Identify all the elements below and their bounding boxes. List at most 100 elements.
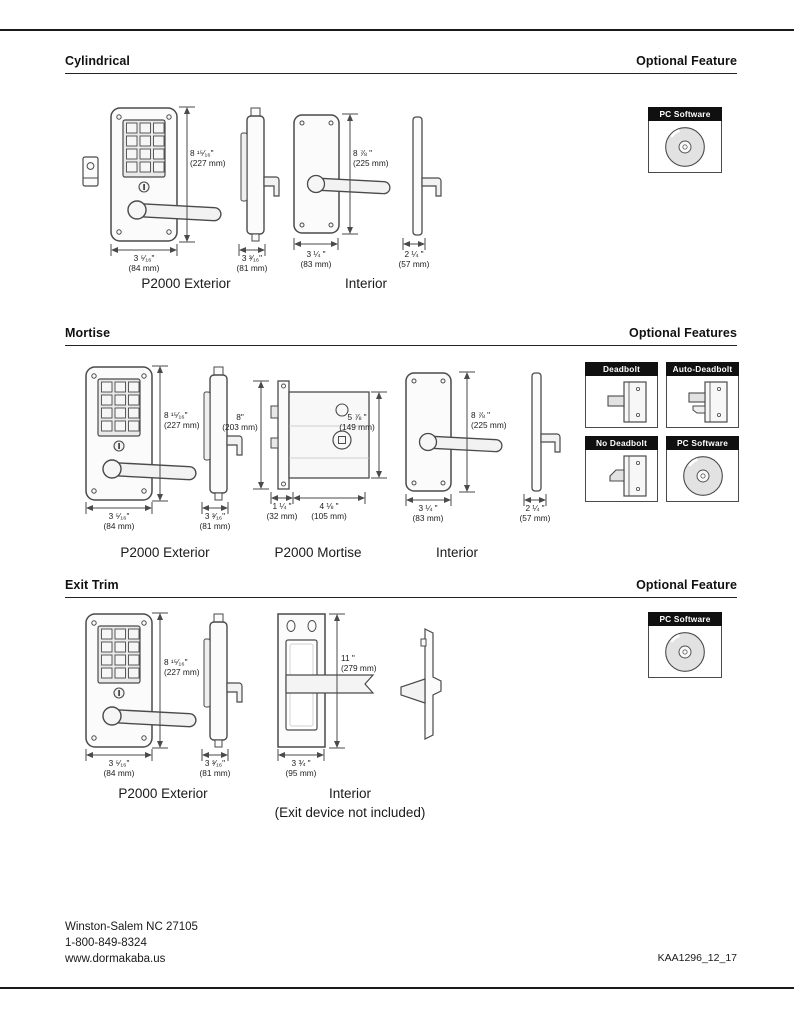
dim-mm: (225 mm) <box>471 420 507 431</box>
optional-feature-label-exit-trim: Optional Feature <box>636 578 737 592</box>
cylindrical-drawings <box>82 106 442 256</box>
p2000-exterior-front-drawing <box>85 613 197 748</box>
dim-inches: 3 ¼ " <box>306 249 326 259</box>
dim-inches: 8 ⅞ " <box>471 410 491 420</box>
feature-pc-software-exit: PC Software <box>648 612 722 678</box>
dimension-arrows <box>110 106 426 256</box>
feature-title: PC Software <box>666 436 739 450</box>
bottom-rule <box>0 987 794 989</box>
dim-exit-plate-width: 3 ¾ " (95 mm) <box>273 758 329 779</box>
cd-icon <box>664 630 706 673</box>
dim-inches: 8 ¹⁵⁄₁₆" <box>164 410 188 420</box>
section-header-exit-trim: Exit Trim Optional Feature <box>65 578 737 598</box>
p2000-exterior-side-drawing <box>240 107 280 242</box>
dim-inches: 11 " <box>341 653 355 663</box>
feature-no-deadbolt: No Deadbolt <box>585 436 658 502</box>
feature-title: PC Software <box>648 612 722 626</box>
dim-inches: 8" <box>236 412 244 422</box>
dim-mm: (225 mm) <box>353 158 389 169</box>
p2000-exterior-side-drawing <box>203 613 243 748</box>
dim-inches: 4 ⅛ " <box>319 501 339 511</box>
feature-auto-deadbolt: Auto-Deadbolt <box>666 362 739 428</box>
dim-mm: (149 mm) <box>339 422 375 433</box>
section-header-mortise: Mortise Optional Features <box>65 326 737 346</box>
exit-trim-drawings <box>85 612 442 761</box>
optional-feature-label-cylindrical: Optional Feature <box>636 54 737 68</box>
dim-mm: (84 mm) <box>128 263 160 274</box>
section-title-cylindrical: Cylindrical <box>65 54 131 68</box>
interior-side-drawing <box>412 116 442 236</box>
dim-mortise-interior-depth: 2 ¼ " (57 mm) <box>507 503 563 524</box>
interior-side-drawing <box>531 372 561 492</box>
dim-inches: 3 ⁵⁄₁₆" <box>108 758 130 768</box>
dim-cyl-interior-depth: 2 ¼ " (57 mm) <box>386 249 442 270</box>
dim-exit-side-depth: 3 ³⁄₁₆" (81 mm) <box>187 758 243 779</box>
no-deadbolt-icon <box>608 454 647 497</box>
latch-bolt-drawing <box>82 156 99 187</box>
exit-device-side-drawing <box>400 628 442 740</box>
dim-inches: 3 ³⁄₁₆" <box>204 511 226 521</box>
mortise-drawings <box>85 365 561 514</box>
dim-inches: 3 ¾ " <box>291 758 311 768</box>
caption-cyl-interior: Interior <box>344 276 388 291</box>
dim-mortise-interior-width: 3 ¼ " (83 mm) <box>400 503 456 524</box>
dim-inches: 8 ⅞ " <box>353 148 373 158</box>
dim-mortise-case-width: 4 ⅛ " (105 mm) <box>301 501 357 522</box>
section-title-exit-trim: Exit Trim <box>65 578 119 592</box>
dim-mm: (84 mm) <box>103 768 135 779</box>
dim-mm: (81 mm) <box>199 768 231 779</box>
p2000-exterior-front-drawing <box>110 107 222 242</box>
caption-mortise-case: P2000 Mortise <box>274 545 362 560</box>
dim-mm: (57 mm) <box>398 259 430 270</box>
dim-mm: (81 mm) <box>236 263 268 274</box>
dim-mortise-side-depth: 3 ³⁄₁₆" (81 mm) <box>187 511 243 532</box>
dim-mm: (84 mm) <box>103 521 135 532</box>
dim-mortise-exterior-height: 8 ¹⁵⁄₁₆" (227 mm) <box>164 410 200 431</box>
dim-inches: 2 ¼ " <box>404 249 424 259</box>
dim-cyl-side-depth: 3 ³⁄₁₆" (81 mm) <box>224 253 280 274</box>
deadbolt-icon <box>606 380 647 423</box>
dim-inches: 3 ¼ " <box>418 503 438 513</box>
dim-cyl-exterior-height: 8 ¹⁵⁄₁₆" (227 mm) <box>190 148 226 169</box>
footer-phone: 1-800-849-8324 <box>65 937 147 949</box>
dim-mortise-faceplate-height: 8" (203 mm) <box>222 412 258 433</box>
dim-inches: 8 ¹⁵⁄₁₆" <box>164 657 188 667</box>
dim-inches: 3 ⁵⁄₁₆" <box>108 511 130 521</box>
dim-inches: 1 ¼ " <box>272 501 292 511</box>
optional-features-label-mortise: Optional Features <box>629 326 737 340</box>
caption-exit-exterior: P2000 Exterior <box>118 786 208 801</box>
dim-mm: (105 mm) <box>311 511 347 522</box>
dim-inches: 5 ⅞ " <box>347 412 367 422</box>
dim-mm: (32 mm) <box>266 511 298 522</box>
caption-exit-note: (Exit device not included) <box>274 805 426 820</box>
section-title-mortise: Mortise <box>65 326 111 340</box>
p2000-exterior-side-drawing <box>203 366 243 501</box>
mortise-case-drawing <box>270 380 370 490</box>
dim-inches: 3 ⁵⁄₁₆" <box>133 253 155 263</box>
footer-block: Winston-Salem NC 27105 1-800-849-8324 ww… <box>65 919 198 967</box>
dim-mortise-faceplate-width: 1 ¼ " (32 mm) <box>254 501 310 522</box>
dim-inches: 3 ³⁄₁₆" <box>204 758 226 768</box>
caption-exit-interior: Interior <box>328 786 372 801</box>
footer-address: Winston-Salem NC 27105 <box>65 921 198 933</box>
mortise-optional-features-grid: Deadbolt Auto-Deadbolt No Deadbolt PC So… <box>585 362 739 502</box>
feature-title: No Deadbolt <box>585 436 658 450</box>
dim-cyl-interior-height: 8 ⅞ " (225 mm) <box>353 148 389 169</box>
interior-front-drawing <box>405 372 503 492</box>
dim-mm: (83 mm) <box>412 513 444 524</box>
dim-mm: (227 mm) <box>164 667 200 678</box>
feature-title: PC Software <box>648 107 722 121</box>
dim-cyl-exterior-width: 3 ⁵⁄₁₆" (84 mm) <box>116 253 172 274</box>
feature-title: Auto-Deadbolt <box>666 362 739 376</box>
dimension-arrows <box>85 365 547 514</box>
auto-deadbolt-icon <box>687 380 728 423</box>
top-rule <box>0 29 794 31</box>
dim-cyl-interior-width: 3 ¼ " (83 mm) <box>288 249 344 270</box>
dim-mm: (227 mm) <box>164 420 200 431</box>
caption-mortise-interior: Interior <box>435 545 479 560</box>
feature-pc-software-cylindrical: PC Software <box>648 107 722 173</box>
feature-pc-software-mortise: PC Software <box>666 436 739 502</box>
dim-mm: (95 mm) <box>285 768 317 779</box>
interior-front-drawing <box>293 114 391 234</box>
dim-exit-exterior-width: 3 ⁵⁄₁₆" (84 mm) <box>91 758 147 779</box>
